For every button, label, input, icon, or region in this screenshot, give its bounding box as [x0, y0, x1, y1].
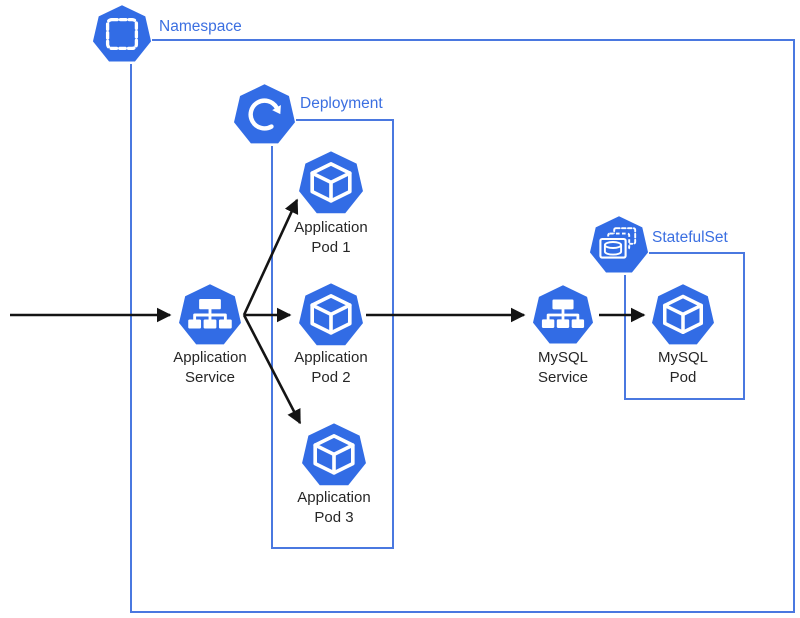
application-pod-3-icon — [301, 422, 367, 488]
label-line: Application — [173, 349, 247, 366]
namespace-icon — [92, 4, 152, 64]
application-service-label: Application Service — [150, 348, 270, 388]
label-line: Pod 1 — [311, 239, 351, 256]
label-line: Application — [294, 349, 368, 366]
deployment-label: Deployment — [300, 95, 383, 112]
mysql-service-label: MySQL Service — [503, 348, 623, 388]
application-pod-1-icon — [298, 150, 364, 216]
application-pod-2-icon — [298, 282, 364, 348]
label-line: Pod 2 — [311, 369, 351, 386]
label-line: Pod 3 — [314, 509, 354, 526]
label-line: Service — [537, 369, 589, 386]
statefulset-label: StatefulSet — [652, 229, 728, 246]
mysql-pod-label: MySQL Pod — [623, 348, 743, 388]
label-line: Application — [294, 219, 368, 236]
label-line: MySQL — [537, 349, 588, 366]
deployment-icon — [233, 83, 296, 146]
statefulset-icon — [589, 215, 649, 275]
label-line: MySQL — [657, 349, 708, 366]
application-pod-1-label: Application Pod 1 — [271, 218, 391, 258]
application-pod-3-label: Application Pod 3 — [274, 488, 394, 528]
label-line: Application — [297, 489, 371, 506]
namespace-label: Namespace — [159, 18, 242, 35]
mysql-service-icon — [532, 284, 594, 346]
label-line: Pod — [669, 369, 697, 386]
application-pod-2-label: Application Pod 2 — [271, 348, 391, 388]
label-line: Service — [184, 369, 236, 386]
namespace-boundary-box — [130, 39, 795, 613]
mysql-pod-icon — [651, 283, 715, 347]
statefulset-boundary-box — [624, 252, 745, 400]
application-service-icon — [178, 283, 242, 347]
